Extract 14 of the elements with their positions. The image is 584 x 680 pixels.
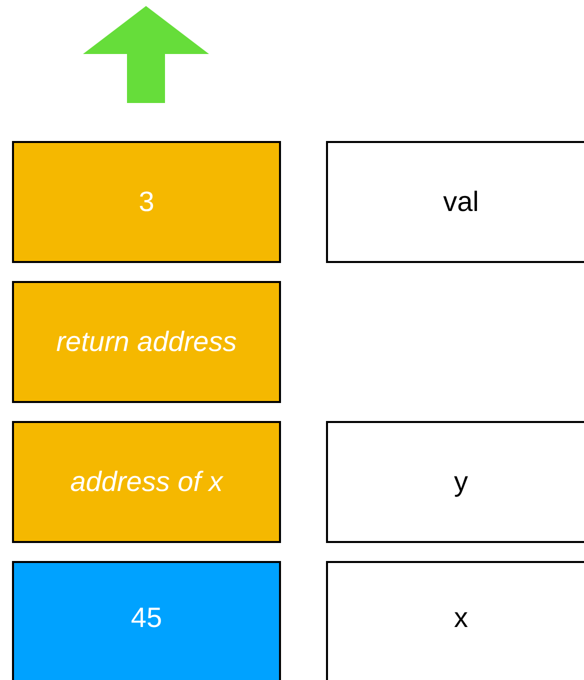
variable-box bbox=[326, 421, 584, 543]
stack-cell bbox=[12, 561, 281, 680]
cell-text: val bbox=[443, 185, 479, 219]
variable-box bbox=[326, 141, 584, 263]
stack-cell bbox=[12, 141, 281, 263]
variable-box bbox=[326, 561, 584, 680]
cell-text: return address bbox=[56, 325, 237, 359]
cell-text: x bbox=[454, 601, 468, 635]
cell-text: address of x bbox=[70, 465, 223, 499]
cell-text: 3 bbox=[138, 185, 154, 219]
stack-cell bbox=[12, 281, 281, 403]
stack-cell bbox=[12, 421, 281, 543]
cell-text: 45 bbox=[130, 601, 162, 635]
cell-text: y bbox=[454, 465, 468, 499]
